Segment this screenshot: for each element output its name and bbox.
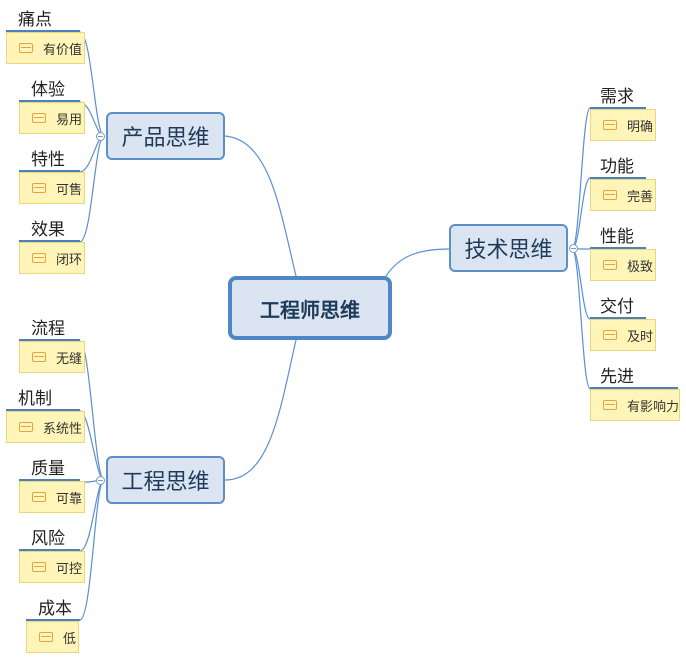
collapse-toggle-engineering[interactable]: [96, 476, 105, 485]
topic-label: 技术思维: [464, 238, 553, 263]
subtopic-note[interactable]: 系统性: [6, 411, 85, 443]
subtopic-underline: [590, 107, 646, 109]
note-text: 低: [63, 631, 77, 647]
subtopic-note[interactable]: 明确: [590, 109, 656, 141]
subtopic-note[interactable]: 完善: [590, 179, 656, 211]
note-icon: [32, 113, 46, 123]
note-text: 可靠: [56, 491, 83, 507]
subtopic-note[interactable]: 及时: [590, 319, 656, 351]
topic-product-thinking[interactable]: 产品思维: [106, 112, 225, 160]
subtopic-underline: [19, 170, 80, 172]
subtopic-label[interactable]: 质量: [31, 459, 65, 479]
collapse-toggle-product[interactable]: [96, 132, 105, 141]
subtopic-label[interactable]: 先进: [600, 367, 634, 387]
subtopic-label[interactable]: 成本: [38, 599, 72, 619]
subtopic-underline: [590, 177, 646, 179]
subtopic-underline: [6, 30, 80, 32]
note-text: 闭环: [56, 252, 83, 268]
note-icon: [603, 260, 617, 270]
subtopic-underline: [19, 240, 80, 242]
subtopic-note[interactable]: 可控: [19, 551, 85, 583]
subtopic-note[interactable]: 极致: [590, 249, 656, 281]
note-text: 明确: [627, 119, 654, 135]
subtopic-underline: [6, 409, 80, 411]
subtopic-label[interactable]: 体验: [31, 80, 65, 100]
note-icon: [32, 183, 46, 193]
subtopic-note[interactable]: 可售: [19, 172, 85, 204]
root-node[interactable]: 工程师思维: [228, 276, 392, 340]
note-icon: [32, 562, 46, 572]
note-text: 及时: [627, 329, 654, 345]
subtopic-note[interactable]: 无缝: [19, 341, 85, 373]
note-text: 有价值: [43, 42, 83, 58]
note-text: 无缝: [56, 351, 83, 367]
subtopic-label[interactable]: 痛点: [18, 10, 52, 30]
note-text: 可售: [56, 182, 83, 198]
subtopic-underline: [19, 549, 80, 551]
subtopic-underline: [590, 387, 678, 389]
note-text: 极致: [627, 259, 654, 275]
note-icon: [19, 43, 33, 53]
subtopic-note[interactable]: 闭环: [19, 242, 85, 274]
collapse-toggle-tech[interactable]: [569, 244, 578, 253]
subtopic-underline: [19, 100, 80, 102]
subtopic-label[interactable]: 风险: [31, 529, 65, 549]
subtopic-underline: [19, 339, 80, 341]
subtopic-note[interactable]: 有价值: [6, 32, 85, 64]
note-icon: [603, 120, 617, 130]
subtopic-label[interactable]: 流程: [31, 319, 65, 339]
subtopic-underline: [26, 619, 80, 621]
subtopic-underline: [590, 317, 646, 319]
note-icon: [32, 352, 46, 362]
note-icon: [19, 422, 33, 432]
subtopic-underline: [19, 479, 80, 481]
note-text: 易用: [56, 112, 83, 128]
note-icon: [603, 190, 617, 200]
subtopic-label[interactable]: 需求: [600, 87, 634, 107]
note-icon: [39, 632, 53, 642]
subtopic-note[interactable]: 可靠: [19, 481, 85, 513]
note-text: 有影响力: [627, 399, 680, 415]
subtopic-label[interactable]: 性能: [600, 227, 634, 247]
subtopic-label[interactable]: 交付: [600, 297, 634, 317]
root-label: 工程师思维: [260, 297, 360, 322]
topic-label: 工程思维: [121, 470, 210, 495]
subtopic-label[interactable]: 效果: [31, 220, 65, 240]
note-icon: [603, 400, 617, 410]
subtopic-label[interactable]: 功能: [600, 157, 634, 177]
subtopic-label[interactable]: 机制: [18, 389, 52, 409]
note-icon: [32, 492, 46, 502]
note-text: 系统性: [43, 421, 83, 437]
note-icon: [603, 330, 617, 340]
subtopic-note[interactable]: 易用: [19, 102, 85, 134]
subtopic-underline: [590, 247, 646, 249]
topic-tech-thinking[interactable]: 技术思维: [449, 224, 568, 272]
subtopic-note[interactable]: 有影响力: [590, 389, 680, 421]
note-text: 可控: [56, 561, 83, 577]
topic-engineering-thinking[interactable]: 工程思维: [106, 456, 225, 504]
subtopic-label[interactable]: 特性: [31, 150, 65, 170]
topic-label: 产品思维: [121, 126, 210, 151]
note-icon: [32, 253, 46, 263]
subtopic-note[interactable]: 低: [26, 621, 79, 653]
note-text: 完善: [627, 189, 654, 205]
